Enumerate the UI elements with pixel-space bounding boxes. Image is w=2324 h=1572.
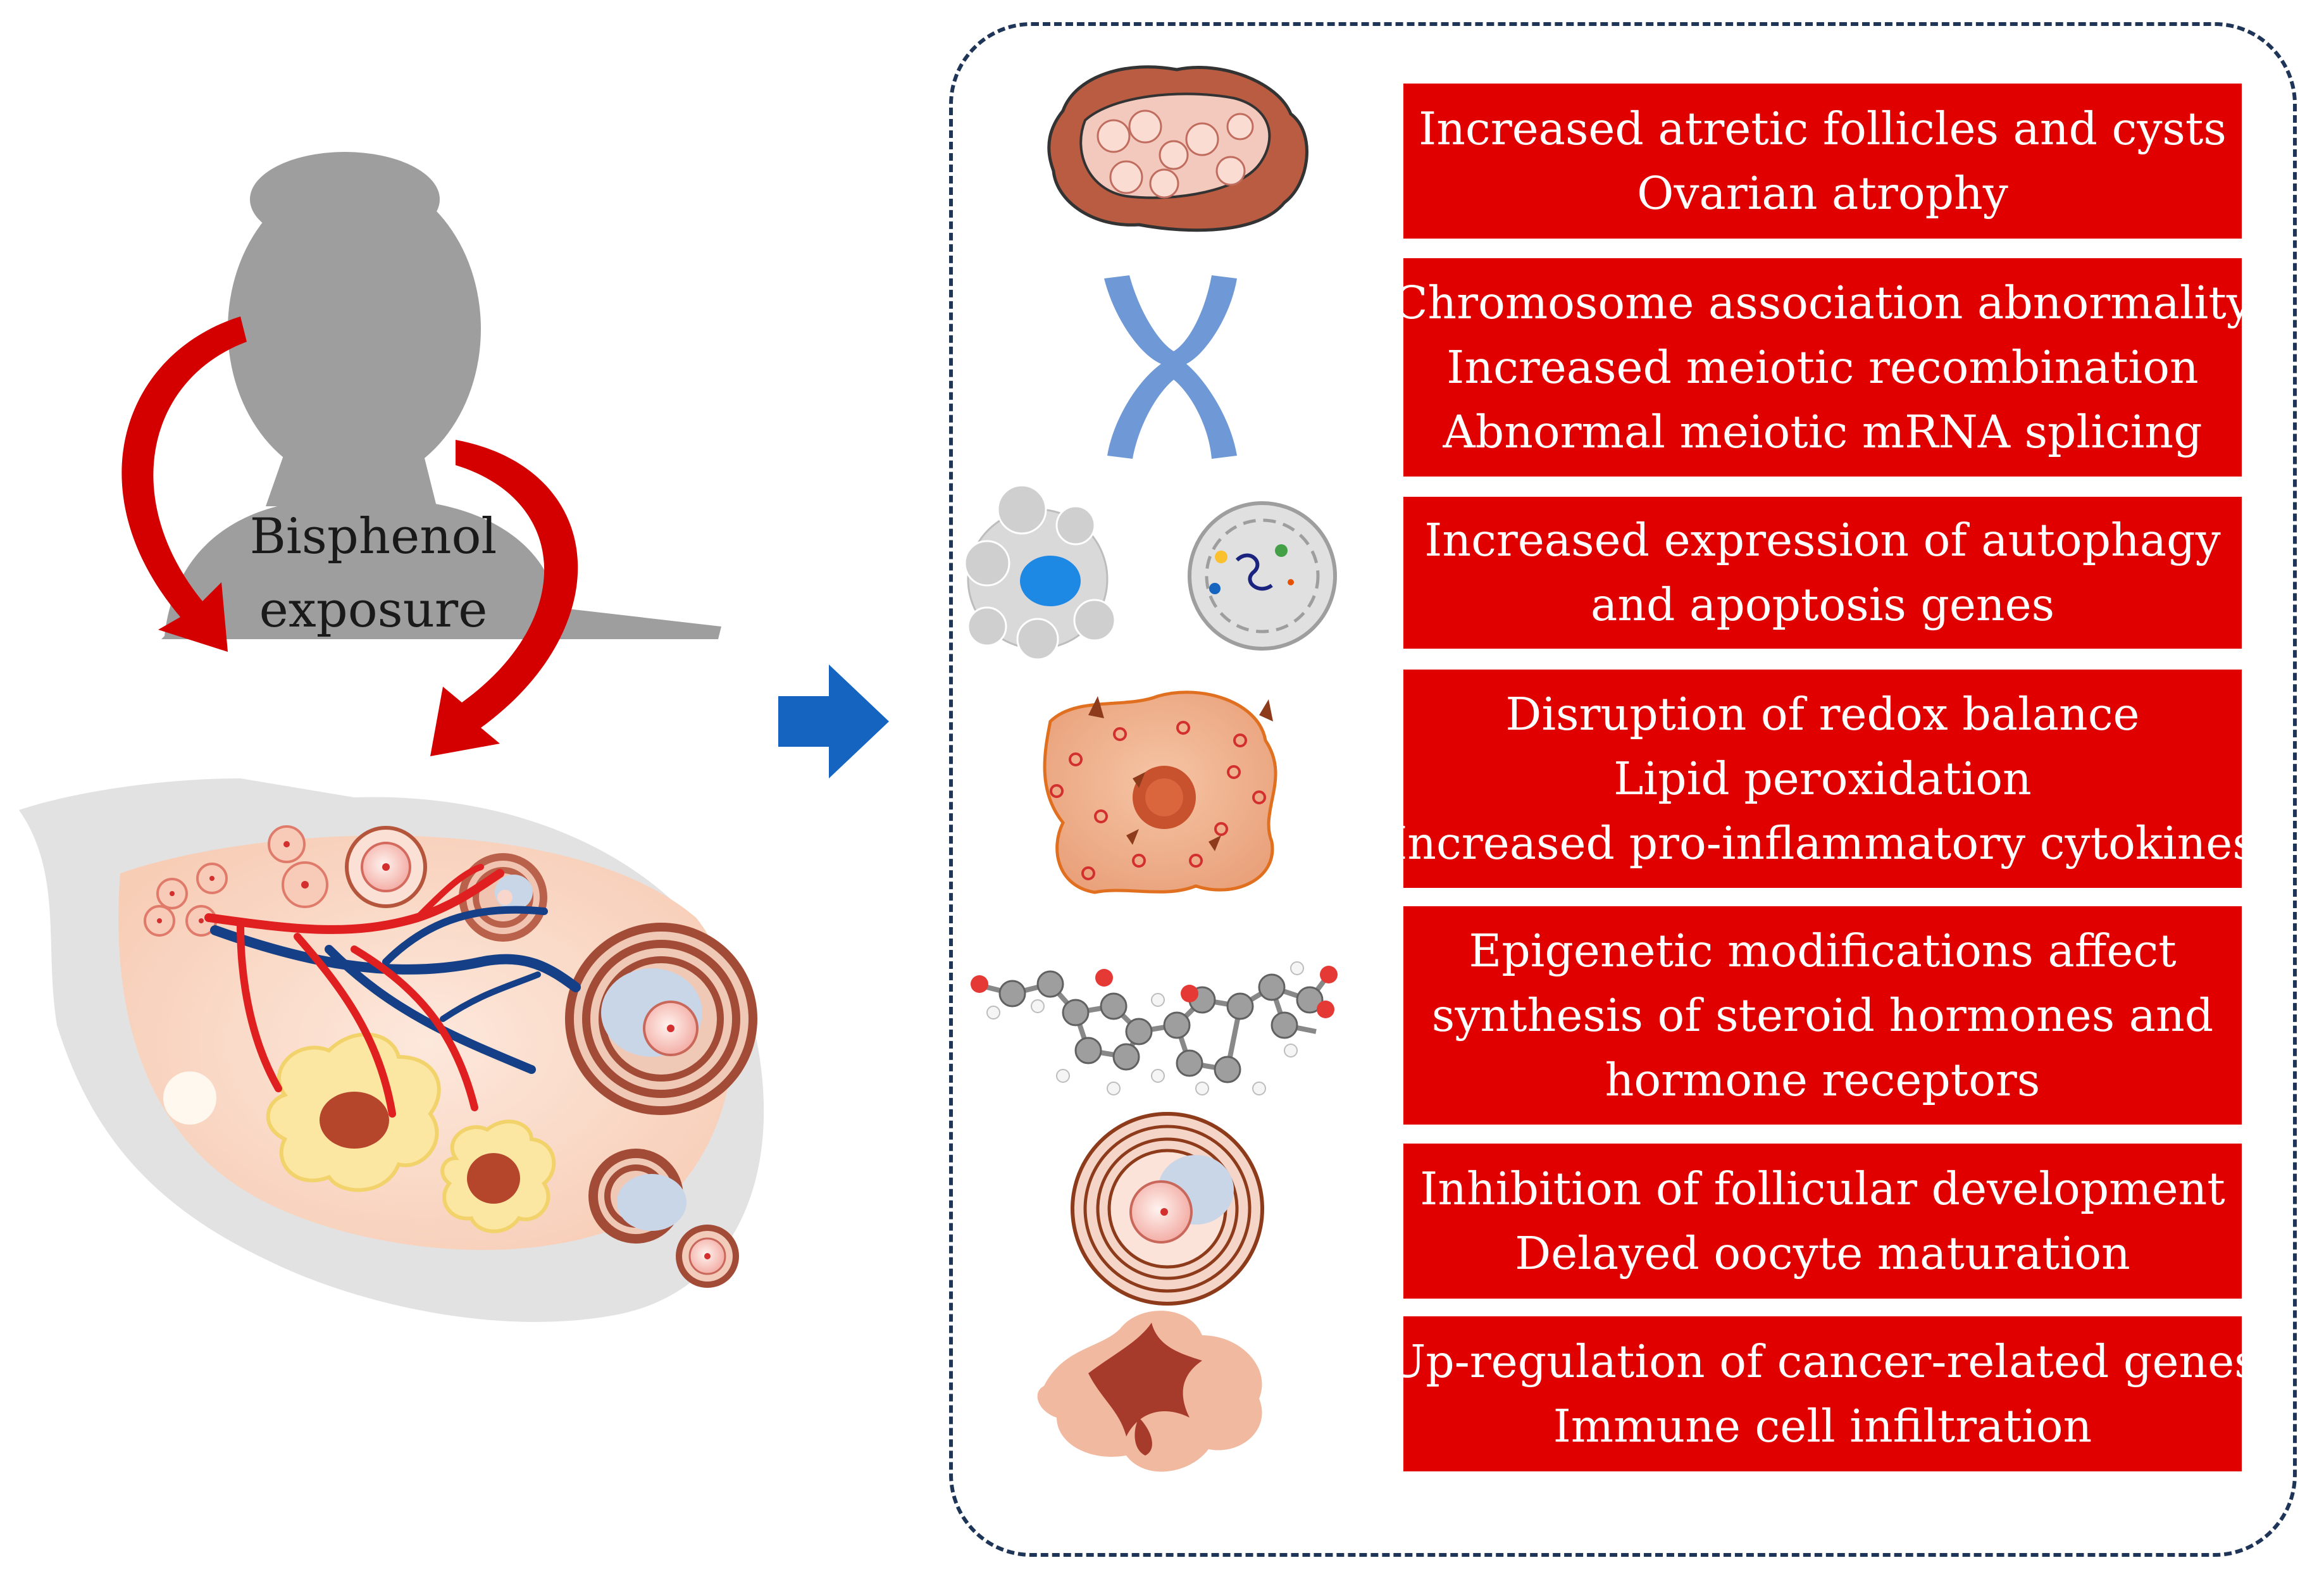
ovary-illustration [19, 778, 764, 1322]
effect-box-cancer: Up-regulation of cancer-related genes Im… [1388, 1316, 2258, 1471]
exposure-line-1: Bisphenol [249, 508, 497, 565]
effect-text: Immune cell infiltration [1553, 1399, 2092, 1452]
follicle-icon [1071, 1112, 1264, 1306]
corpus-luteum-icon [163, 1032, 556, 1233]
bisphenol-exposure-label: Bisphenol exposure [183, 500, 563, 647]
effect-text: Epigenetic modifications affect [1469, 924, 2177, 977]
left-curved-arrow-icon [121, 316, 247, 652]
effect-text: hormone receptors [1605, 1053, 2041, 1106]
effect-text: Delayed oocyte maturation [1515, 1226, 2130, 1280]
exposure-line-2: exposure [259, 582, 488, 639]
effect-text: Chromosome association abnormality [1393, 276, 2252, 329]
exposure-arrows [121, 316, 578, 756]
effect-text: Lipid peroxidation [1613, 752, 2032, 805]
ovary-icon [1047, 65, 1308, 232]
steroid-molecule-icon [971, 961, 1338, 1095]
oxidative-stress-cell-icon [1043, 690, 1277, 894]
right-curved-arrow-icon [430, 440, 578, 756]
effect-text: Increased atretic follicles and cysts [1419, 102, 2227, 155]
effect-text: Inhibition of follicular development [1420, 1162, 2225, 1215]
effect-box-chromosome: Chromosome association abnormality Incre… [1393, 258, 2252, 477]
effect-box-follicular: Inhibition of follicular development Del… [1403, 1144, 2242, 1299]
effect-box-autophagy: Increased expression of autophagy and ap… [1403, 497, 2242, 649]
effect-text: Increased expression of autophagy [1424, 514, 2221, 566]
effect-text: and apoptosis genes [1590, 578, 2055, 631]
blue-arrow-icon [778, 664, 889, 778]
effect-text: synthesis of steroid hormones and [1431, 989, 2214, 1042]
effects-panel [949, 22, 2297, 1557]
effect-text: Up-regulation of cancer-related genes [1388, 1335, 2258, 1388]
effect-box-ovarian: Increased atretic follicles and cysts Ov… [1403, 84, 2242, 239]
effect-text: Disruption of redox balance [1505, 687, 2140, 740]
effect-box-epigenetic: Epigenetic modifications affect synthesi… [1403, 906, 2242, 1125]
chromosome-icon [1104, 275, 1237, 459]
woman-silhouette-icon [161, 152, 721, 639]
effect-box-redox: Disruption of redox balance Lipid peroxi… [1389, 670, 2256, 888]
effect-text: Abnormal meiotic mRNA splicing [1443, 405, 2203, 458]
autophagy-apoptosis-cell-icon [964, 484, 1337, 661]
effect-text: Increased meiotic recombination [1446, 340, 2199, 394]
effect-text: Ovarian atrophy [1637, 166, 2008, 220]
tumor-icon [1037, 1311, 1262, 1472]
effect-text: Increased pro-inflammatory cytokines [1389, 816, 2256, 870]
